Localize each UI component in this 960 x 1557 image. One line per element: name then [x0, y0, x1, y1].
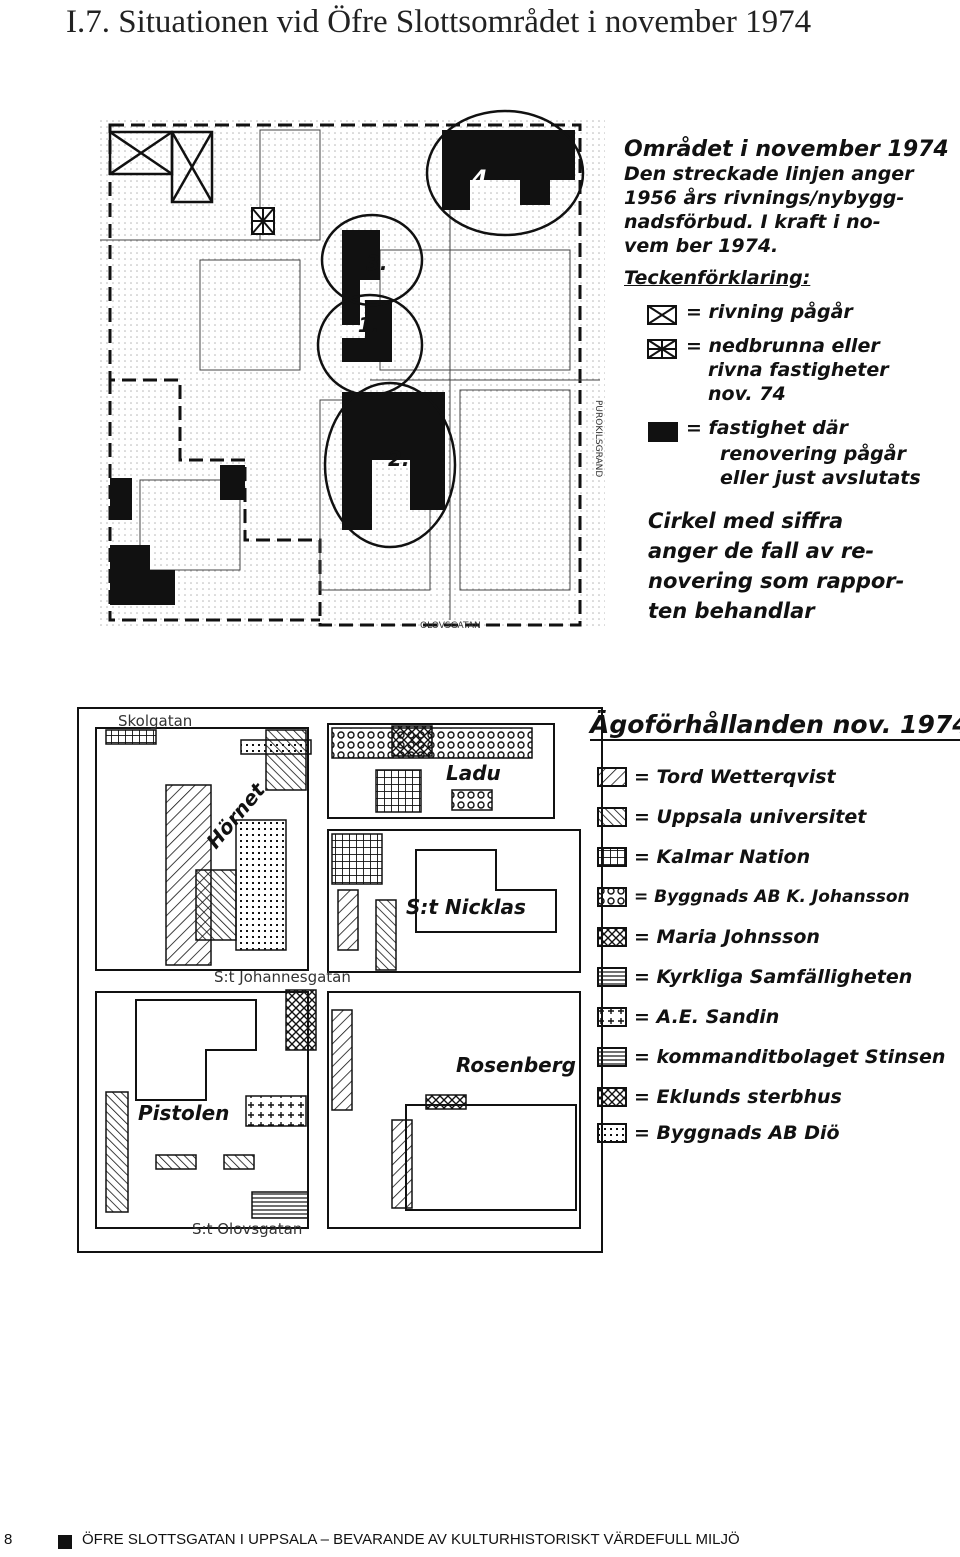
block-label-ladu: Ladu [446, 761, 501, 785]
circle-note: novering som rappor- [648, 569, 905, 593]
legend-item: nov. 74 [708, 383, 786, 405]
circle-note: ten behandlar [648, 599, 815, 623]
footer-marker [58, 1535, 72, 1549]
block-label-rosenberg: Rosenberg [456, 1053, 576, 1077]
owner-label: = Byggnads AB K. Johansson [634, 887, 910, 907]
legend-title: Området i november 1974 [624, 137, 949, 162]
swatch-kyrkliga [597, 967, 627, 987]
owner-label: = Maria Johnsson [634, 926, 820, 948]
block-label-st-nicklas: S:t Nicklas [406, 895, 526, 919]
circle-number-1: 1. [358, 313, 380, 337]
owner-label: = Uppsala universitet [634, 806, 867, 828]
owner-label: = A.E. Sandin [634, 1006, 780, 1028]
footer-text: ÖFRE SLOTTSGATAN I UPPSALA – BEVARANDE A… [82, 1531, 740, 1548]
swatch-renovering [648, 422, 678, 442]
page-footer: 8 ÖFRE SLOTTSGATAN I UPPSALA – BEVARANDE… [0, 1531, 960, 1551]
ownership-heading: Ägoförhållanden nov. 1974 [590, 710, 960, 741]
swatch-byggnads-johansson [597, 887, 627, 907]
street-label-johannesgatan: S:t Johannesgatan [214, 968, 351, 986]
swatch-stinsen [597, 1047, 627, 1067]
circle-number-4: 4. [471, 167, 496, 192]
swatch-sandin [597, 1007, 627, 1027]
legend-line: Den streckade linjen anger [624, 163, 914, 185]
site-map-1974: 4. 3. 1. 2. OLOVSGATAN PUROKILSGRAND [100, 109, 605, 631]
page-number: 8 [4, 1531, 13, 1548]
legend-line: nadsförbud. I kraft i no- [624, 211, 881, 233]
circle-number-3: 3. [366, 251, 388, 275]
page-title: I.7. Situationen vid Öfre Slottsområdet … [66, 4, 812, 40]
legend-item: eller just avslutats [720, 467, 921, 489]
street-label-purokilsgrand: PUROKILSGRAND [593, 400, 603, 477]
circle-number-2: 2. [388, 447, 410, 471]
owner-label: = Kalmar Nation [634, 846, 811, 868]
circle-note: anger de fall av re- [648, 539, 875, 563]
legend-item: = rivning pågår [686, 301, 853, 323]
legend-item: = nedbrunna eller [686, 335, 880, 357]
swatch-maria-johnsson [597, 927, 627, 947]
street-label-olovsgatan: OLOVSGATAN [420, 621, 481, 631]
swatch-eklund [597, 1087, 627, 1107]
ownership-map-1974: Skolgatan S:t Johannesgatan S:t Olovsgat… [77, 707, 603, 1253]
legend-item: renovering pågår [720, 443, 906, 465]
legend-line: vem ber 1974. [624, 235, 779, 257]
owner-label: = Tord Wetterqvist [634, 766, 836, 788]
swatch-uppsala-universitet [597, 807, 627, 827]
street-label-olovsgatan: S:t Olovsgatan [192, 1220, 302, 1238]
street-label-skolgatan: Skolgatan [118, 712, 192, 730]
legend-item: rivna fastigheter [708, 359, 889, 381]
swatch-kalmar-nation [597, 847, 627, 867]
legend-line: 1956 års rivnings/nybygg- [624, 187, 905, 209]
owner-label: = Eklunds sterbhus [634, 1086, 842, 1108]
block-label-pistolen: Pistolen [138, 1101, 229, 1125]
owner-label: = Byggnads AB Diö [634, 1122, 840, 1144]
map1-legend: Området i november 1974 Den streckade li… [624, 138, 960, 626]
legend-item: = fastighet där [686, 417, 849, 439]
owner-label: = kommanditbolaget Stinsen [634, 1046, 946, 1068]
owner-label: = Kyrkliga Samfälligheten [634, 966, 913, 988]
swatch-tord-wetterqvist [597, 767, 627, 787]
legend-heading: Teckenförklaring: [624, 267, 811, 289]
circle-note: Cirkel med siffra [648, 509, 844, 533]
swatch-dio [597, 1123, 627, 1143]
